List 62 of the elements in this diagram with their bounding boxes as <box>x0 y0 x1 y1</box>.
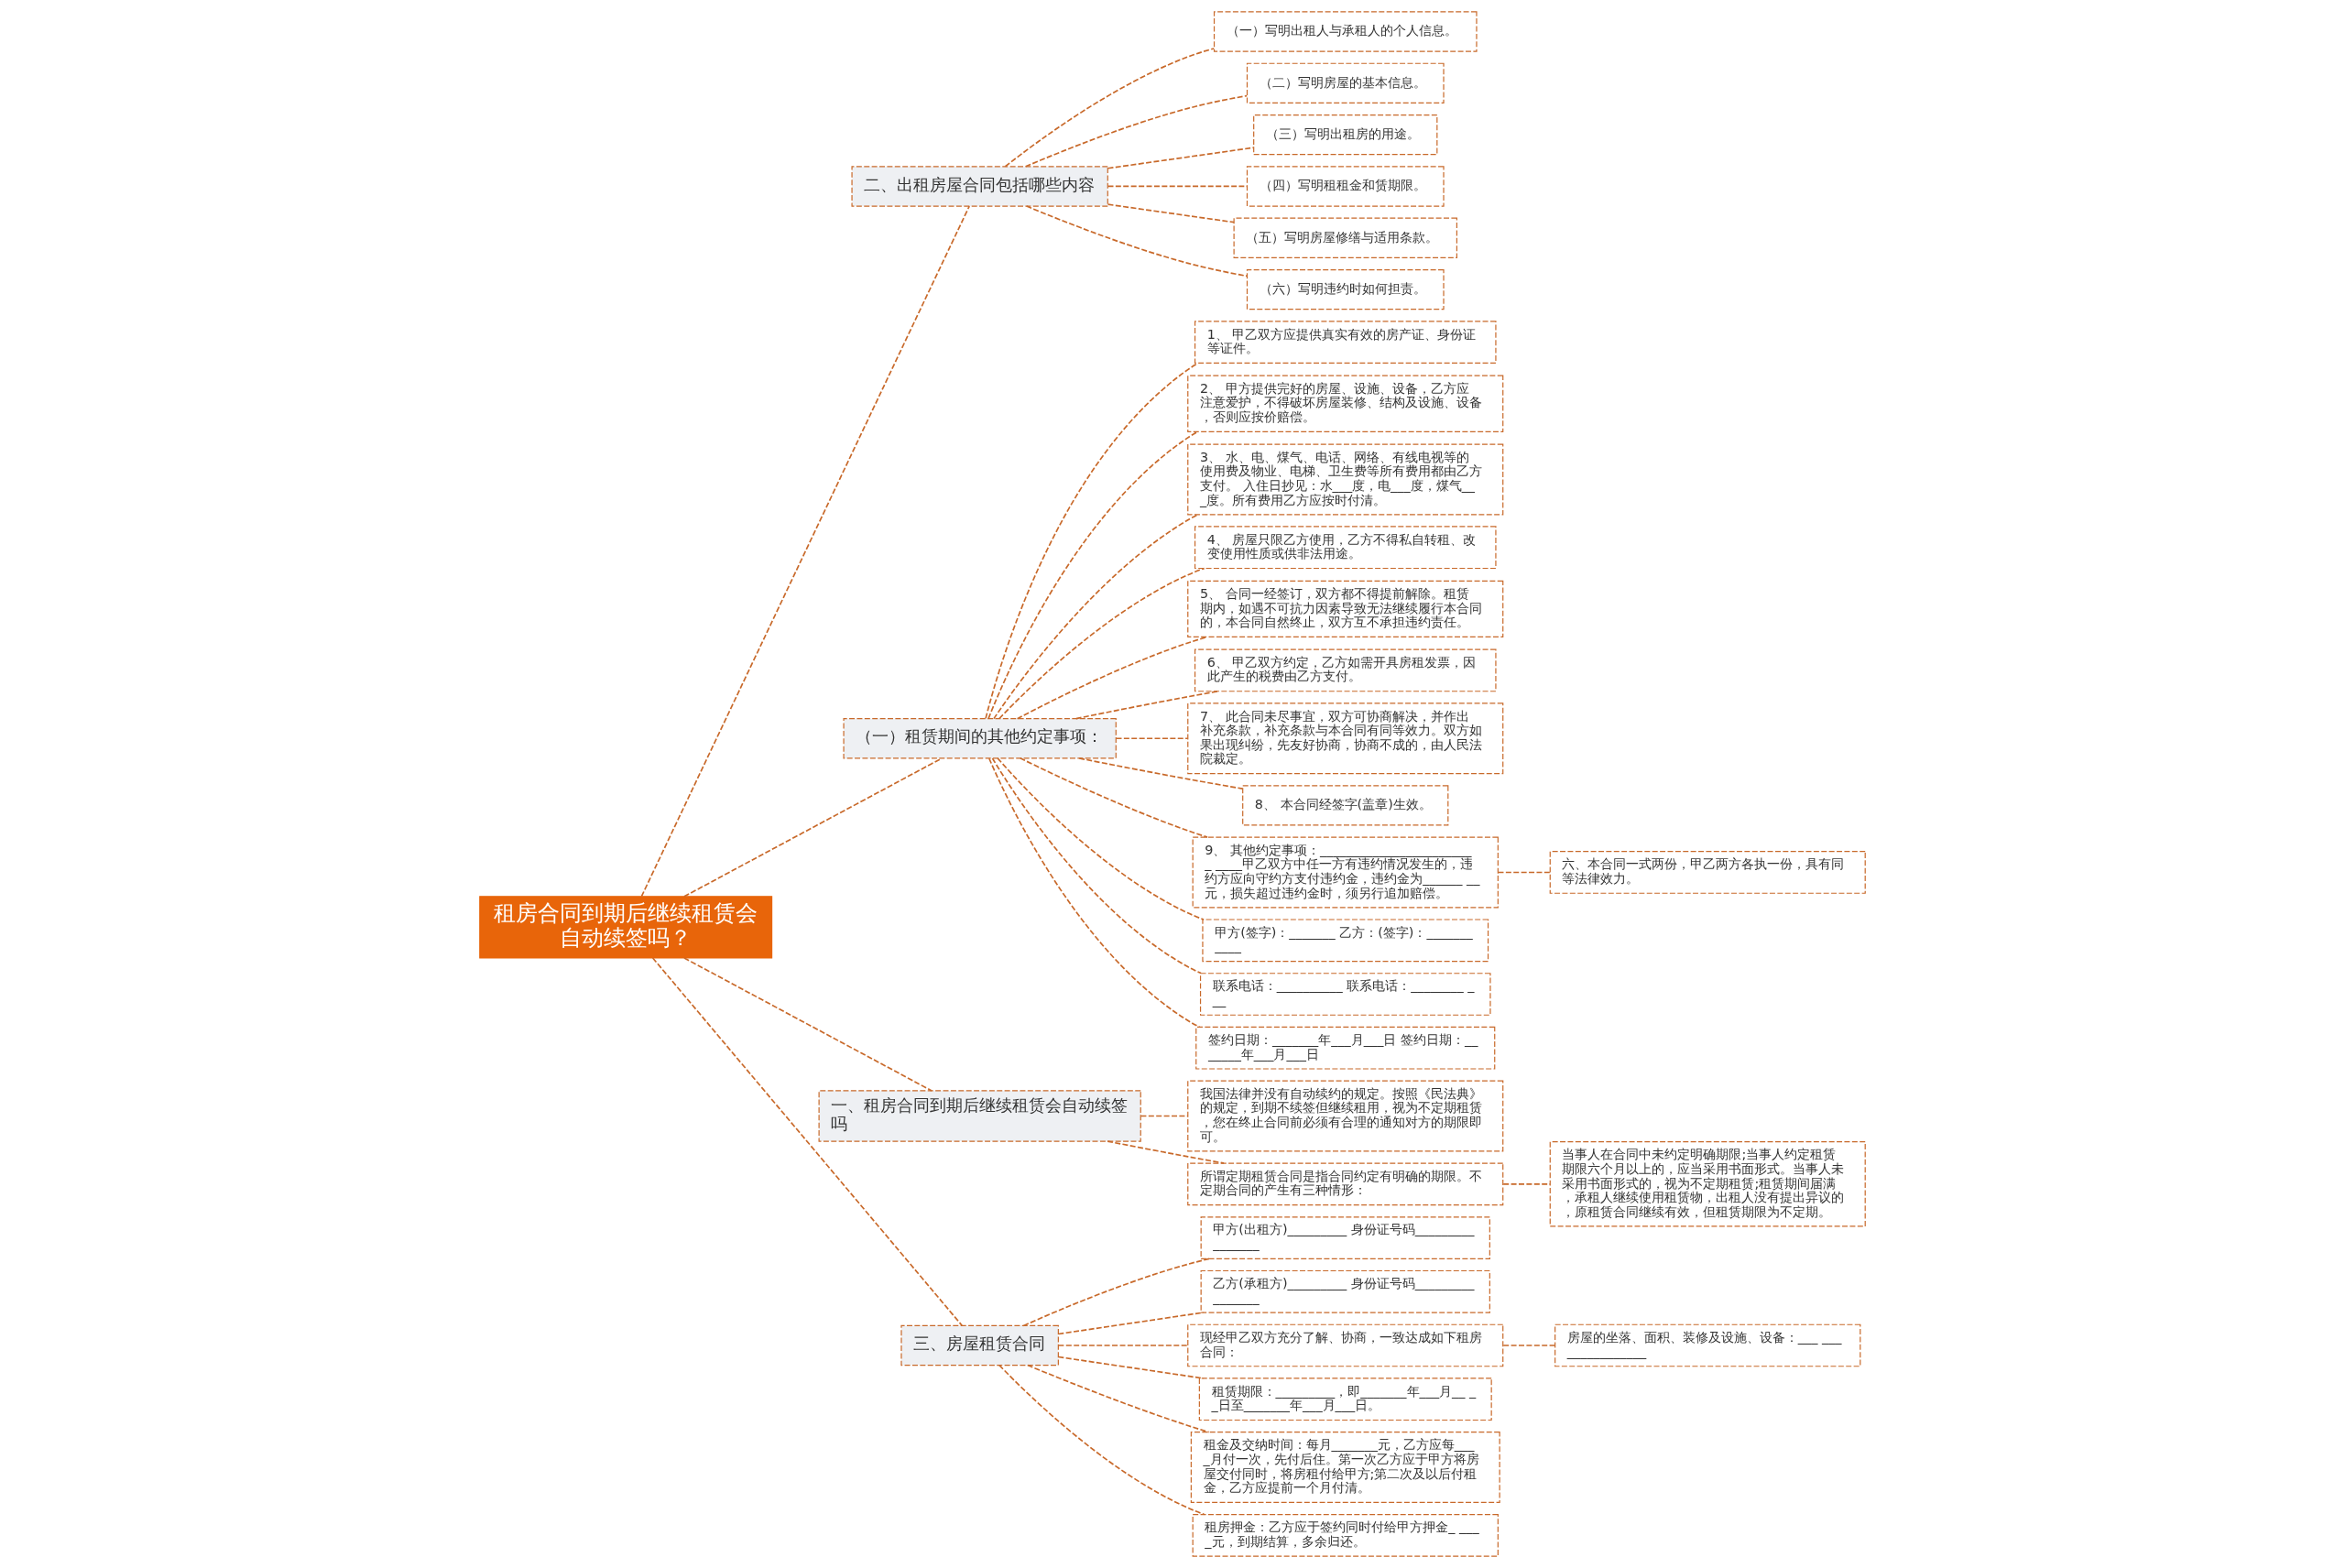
connector <box>998 567 1205 720</box>
node-box: （三）写明出租房的用途。 <box>1253 114 1438 156</box>
node-box: 2、 甲方提供完好的房屋、设施、设备，乙方应注意爱护，不得破坏房屋装修、结构及设施、设备，否则应按价赔偿。 <box>1187 375 1504 432</box>
node-box: 联系电话：__________ 联系电话：________ ___ <box>1199 973 1491 1016</box>
connector <box>993 514 1199 720</box>
node-box: 6、 甲乙双方约定，乙方如需开具房租发票，因此产生的税费由乙方支付。 <box>1194 648 1497 692</box>
node-box: 租金及交纳时间：每月_______元，乙方应每____月付一次，先付后住。第一次乙方应于甲方将房屋交付同时，将房租付给甲方;第二次及以后付租金，乙方应提前一个月付清。 <box>1190 1432 1500 1503</box>
node-box: 1、 甲乙双方应提供真实有效的房产证、身份证等证件。 <box>1194 321 1497 364</box>
node-box: （二）写明房屋的基本信息。 <box>1246 62 1445 103</box>
node-box: 房屋的坐落、面积、装修及设施、设备：___ _______________ <box>1554 1323 1861 1367</box>
node-box: 所谓定期租赁合同是指合同约定有明确的期限。不定期合同的产生有三种情形： <box>1187 1162 1504 1206</box>
node-box: 5、 合同一经签订，双方都不得提前解除。租赁期内，如遇不可抗力因素导致无法继续履行本合同的，本合同自然终止，双方互不承担违约责任。 <box>1187 580 1504 637</box>
connector <box>1025 205 1249 278</box>
connector <box>683 957 933 1092</box>
node-box: 7、 此合同未尽事宜，双方可协商解决，并作出补充条款，补充条款与本合同有同等效力。双方如果出现纠纷，先友好协商，协商不成的，由人民法院裁定。 <box>1187 702 1504 775</box>
connector <box>985 362 1199 720</box>
node-box: （五）写明房屋修缮与适用条款。 <box>1233 217 1457 258</box>
node-box: 乙方(承租方)_________ 身份证号码_________ _______ <box>1200 1269 1490 1313</box>
connector <box>998 1364 1205 1516</box>
node-box: 三、房屋租赁合同 <box>900 1324 1059 1367</box>
node-box: 甲方(出租方)_________ 身份证号码_________ _______ <box>1200 1216 1490 1259</box>
node-box: 当事人在合同中未约定明确期限;当事人约定租赁期限六个月以上的，应当采用书面形式。当事人未采用书面形式的，视为不定期租赁;租赁期间届满，承租人继续使用租赁物，出租人没有提出异议的，原租赁合同继续有效，但租赁期限为不定期。 <box>1549 1141 1866 1227</box>
node-box: 甲方(签字)：_______ 乙方：(签字)：_______ ____ <box>1202 919 1489 963</box>
node-box: 六、本合同一式两份，甲乙两方各执一份，具有同等法律效力。 <box>1549 851 1866 894</box>
node-box: 现经甲乙双方充分了解、协商，一致达成如下租房合同： <box>1187 1323 1504 1367</box>
connector <box>1497 871 1551 874</box>
connector <box>991 757 1202 975</box>
connector <box>1502 1345 1556 1346</box>
connector <box>1074 690 1219 720</box>
node-box: 8、 本合同经签字(盖章)生效。 <box>1242 785 1449 826</box>
connector <box>1140 1115 1189 1117</box>
node-box: 4、 房屋只限乙方使用，乙方不得私自转租、改变使用性质或供非法用途。 <box>1194 526 1497 570</box>
connector <box>1107 147 1255 169</box>
node-box: 租房押金：乙方应于签约同时付给甲方押金_ ____元，到期结算，多余归还。 <box>1192 1513 1499 1557</box>
connector <box>683 757 943 898</box>
node-box: （四）写明租租金和赁期限。 <box>1246 166 1445 207</box>
node-box: 9、 其他约定事项：________________________ ____甲乙双方中任一方有违约情况发生的，违约方应向守约方支付违约金，违约金为______ __元，损失超过违约金时，须另行追加赔偿。 <box>1192 836 1499 909</box>
node-box: 租赁期限：_________，即_______年___月__ __日至_______年___月___日。 <box>1198 1377 1492 1421</box>
connector <box>1024 94 1248 168</box>
connector <box>988 757 1201 1029</box>
connector <box>987 430 1199 720</box>
node-box: （六）写明违约时如何担责。 <box>1246 268 1445 310</box>
connector <box>1022 1258 1210 1327</box>
node-box: 租房合同到期后继续租赁会自动续签吗？ <box>479 896 773 959</box>
connector <box>1115 737 1189 740</box>
connector <box>1004 48 1216 168</box>
connector <box>1027 1364 1210 1433</box>
connector <box>1057 1345 1189 1346</box>
connector <box>1019 757 1208 838</box>
connector <box>1107 1140 1225 1164</box>
node-box: （一）写明出租人与承租人的个人信息。 <box>1213 11 1478 52</box>
node-box: 我国法律并没有自动续约的规定。按照《民法典》的规定，到期不续签但继续租用，视为不定期租赁，您在终止合同前必须有合理的通知对方的期限即可。 <box>1187 1080 1504 1152</box>
connector <box>640 205 971 898</box>
connector <box>1107 203 1235 223</box>
node-box: （一）租赁期间的其他约定事项： <box>843 718 1117 759</box>
connector <box>997 757 1205 920</box>
node-box: 签约日期：_______年___月___日 签约日期：_______年___月___日 <box>1195 1026 1496 1070</box>
node-box: 二、出租房屋合同包括哪些内容 <box>851 166 1108 207</box>
connector <box>1078 757 1244 789</box>
node-box: 一、租房合同到期后继续租赁会自动续签吗 <box>818 1090 1141 1142</box>
connector <box>651 957 963 1327</box>
node-box: 3、 水、电、煤气、电话、网络、有线电视等的使用费及物业、电梯、卫生费等所有费用都由乙方支付。 入住日抄见：水___度，电___度，煤气___度。所有费用乙方应按时付清。 <box>1187 443 1504 516</box>
